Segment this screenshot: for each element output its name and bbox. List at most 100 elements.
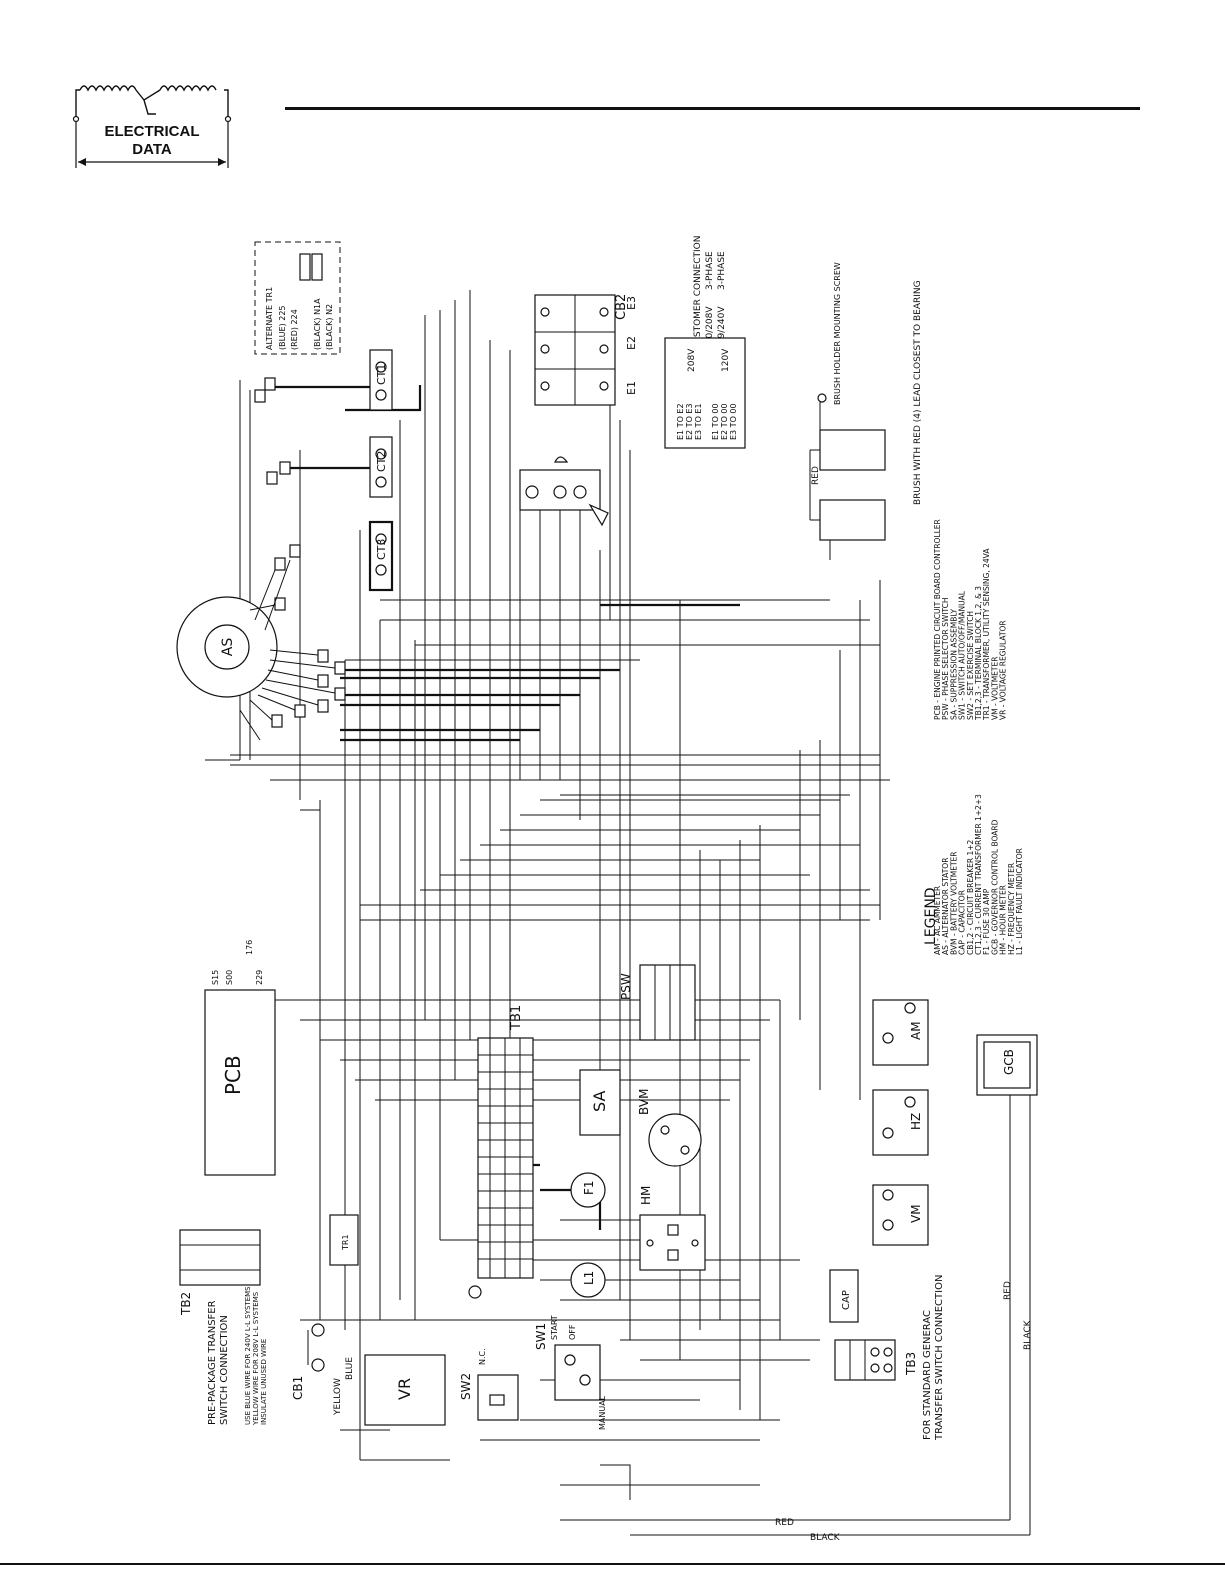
as-label: AS — [220, 638, 236, 657]
wire-yellow-label: YELLOW — [333, 1378, 343, 1416]
circuit-breaker-cb1: CB1 — [291, 1323, 325, 1400]
pcb-wire-s15: S15 — [211, 970, 220, 985]
box-left-row3: E3 TO E1 — [694, 403, 703, 440]
legend-item: CAP - CAPACITOR — [958, 890, 967, 955]
alternate-tr1: ALTERNATE TR1 (BLUE) 225 (RED) 224 (BLAC… — [254, 241, 341, 355]
legend-item: GCB - GOVERNOR CONTROL BOARD — [990, 819, 999, 955]
wire-blue-label: BLUE — [345, 1357, 355, 1380]
bottom-black-label: BLACK — [810, 1533, 841, 1543]
brush-holder-label: BRUSH HOLDER MOUNTING SCREW — [833, 262, 842, 405]
vr-label: VR — [395, 1378, 414, 1400]
box-right-row3: E3 TO 00 — [729, 403, 738, 440]
frequency-meter: HZ — [872, 1089, 929, 1156]
terminal-block-tb2: TB2 — [179, 1229, 261, 1316]
tb1-label: TB1 — [509, 1005, 524, 1031]
brush-assembly: BRUSH HOLDER MOUNTING SCREW BRUSH WITH R… — [519, 262, 923, 560]
terminal-block-tb1: TB1 — [468, 1005, 534, 1299]
switch-sw2: SW2 N.C. — [459, 1348, 519, 1421]
legend-item: SW1 - SWITCH AUTO/OFF/MANUAL — [958, 590, 967, 720]
sw1-manual: MANUAL — [598, 1395, 607, 1430]
cb2-label: CB2 — [614, 294, 629, 320]
ct2-label: CT2 — [375, 451, 388, 472]
ct3-label: CT3 — [375, 539, 388, 560]
tb3-note-line2: TRANSFER SWITCH CONNECTION — [934, 1275, 945, 1441]
pcb-wire-s00: S00 — [225, 970, 234, 985]
pcb-label: PCB — [221, 1055, 245, 1095]
pre-package-note: PRE-PACKAGE TRANSFER SWITCH CONNECTION U… — [207, 1286, 355, 1426]
alternate-tr1-title: ALTERNATE TR1 — [265, 287, 274, 350]
cb2-terminal-e2: E2 — [625, 336, 638, 350]
battery-voltmeter: BVM — [637, 1089, 702, 1167]
footer-rule — [0, 1563, 1225, 1565]
customer-connection-title: CUSTOMER CONNECTION — [693, 235, 703, 350]
legend-item: L1 - LIGHT FAULT INDICATOR — [1015, 848, 1024, 955]
legend-item: SW2 - SET EXERCISE SWITCH — [966, 611, 975, 720]
alt-tr1-line2: (RED) 224 — [290, 309, 299, 350]
legend-item: TB1,2,3 - TERMINAL BLOCK 1,2, & 3 — [974, 586, 983, 721]
l1-label: L1 — [582, 1271, 596, 1285]
alt-tr1-line1: (BLUE) 225 — [278, 305, 287, 350]
alt-tr1-line3: (BLACK) N1A — [313, 298, 322, 350]
bottom-red-label: RED — [775, 1518, 794, 1528]
legend-item: HM - HOUR METER — [999, 885, 1008, 955]
transformer-tr1: TR1 — [329, 1214, 359, 1266]
sa-label: SA — [590, 1091, 609, 1112]
wiring-schematic: AS CT1 CT2 CT3 CB2 — [176, 235, 1038, 1543]
light-l1: L1 — [570, 1262, 606, 1298]
pre-package-title-line1: PRE-PACKAGE TRANSFER — [207, 1300, 218, 1425]
hm-label: HM — [639, 1186, 653, 1205]
capacitor: CAP — [829, 1269, 859, 1323]
customer-connection: CUSTOMER CONNECTION 120/208V 3-PHASE 139… — [664, 235, 746, 449]
sw2-nc: N.C. — [478, 1348, 487, 1365]
legend-item: F1 - FUSE 30 AMP — [982, 888, 991, 955]
alt-tr1-line4: (BLACK) N2 — [325, 304, 334, 350]
ac-ammeter: AM — [872, 999, 929, 1066]
right-red-label: RED — [1003, 1281, 1013, 1300]
ct1-label: CT1 — [375, 364, 388, 385]
bvm-label: BVM — [637, 1089, 651, 1115]
legend-item: CT1,2,3 - CURRENT TRANSFORMER 1+2+3 — [974, 794, 983, 955]
switch-sw1: SW1 START OFF MANUAL — [534, 1315, 607, 1430]
sw1-off: OFF — [568, 1324, 577, 1340]
wire-traces — [205, 290, 1031, 1536]
box-right-row2: E2 TO 00 — [720, 403, 729, 440]
customer-row2-phase: 3-PHASE — [717, 251, 727, 290]
page-header: ELECTRICAL DATA — [0, 0, 1225, 200]
legend-item: BVM - BATTERY VOLTMETER — [949, 851, 958, 955]
fuse-f1: F1 — [570, 1172, 606, 1208]
legend-item: TR1 - TRANSFORMER, UTILITY SENSING, 24VA — [982, 548, 991, 721]
governor-control-board: GCB — [976, 1034, 1038, 1096]
legend-item: AS - ALTERNATOR STATOR — [941, 858, 950, 955]
circuit-breaker-cb2: CB2 E1 E2 E3 — [534, 294, 638, 406]
psw-label: PSW — [619, 973, 633, 1000]
hour-meter: HM — [639, 1186, 706, 1271]
box-right-value: 120V — [721, 348, 731, 372]
box-left-row2: E2 TO E3 — [685, 403, 694, 440]
tb3-label: TB3 — [904, 1352, 918, 1376]
cb2-terminal-e3: E3 — [625, 296, 638, 310]
hz-label: HZ — [909, 1113, 923, 1130]
alternator-stator: AS — [176, 377, 346, 741]
pre-package-title-line2: SWITCH CONNECTION — [219, 1315, 230, 1425]
right-black-label: BLACK — [1023, 1319, 1033, 1350]
tb3-note-line1: FOR STANDARD GENERAC — [922, 1310, 933, 1440]
brush-screw-icon — [817, 393, 827, 403]
customer-row2-voltage: 139/240V — [717, 306, 727, 350]
pre-package-note-line2: YELLOW WIRE FOR 208V L-L SYSTEMS — [252, 1291, 260, 1426]
customer-row1-voltage: 120/208V — [705, 306, 715, 350]
terminal-block-tb3: TB3 FOR STANDARD GENERAC TRANSFER SWITCH… — [834, 1275, 945, 1441]
legend-col2: PCB - ENGINE PRINTED CIRCUIT BOARD CONTR… — [933, 519, 1008, 721]
ground-symbol-icon — [468, 1285, 482, 1299]
pcb-wire-229: 229 — [255, 970, 264, 985]
stator-inner — [204, 624, 250, 670]
legend-item: PSW - PHASE SELECTOR SWITCH — [941, 598, 950, 720]
logo-title-line2: DATA — [132, 141, 172, 158]
voltmeter: VM — [872, 1184, 929, 1246]
legend-item: PCB - ENGINE PRINTED CIRCUIT BOARD CONTR… — [933, 519, 942, 720]
cb1-label: CB1 — [291, 1376, 305, 1400]
customer-row1-phase: 3-PHASE — [705, 251, 715, 290]
legend-item: VM - VOLTMETER — [990, 657, 999, 720]
sw2-label: SW2 — [459, 1373, 473, 1400]
suppression-assembly: SA — [579, 1069, 621, 1136]
